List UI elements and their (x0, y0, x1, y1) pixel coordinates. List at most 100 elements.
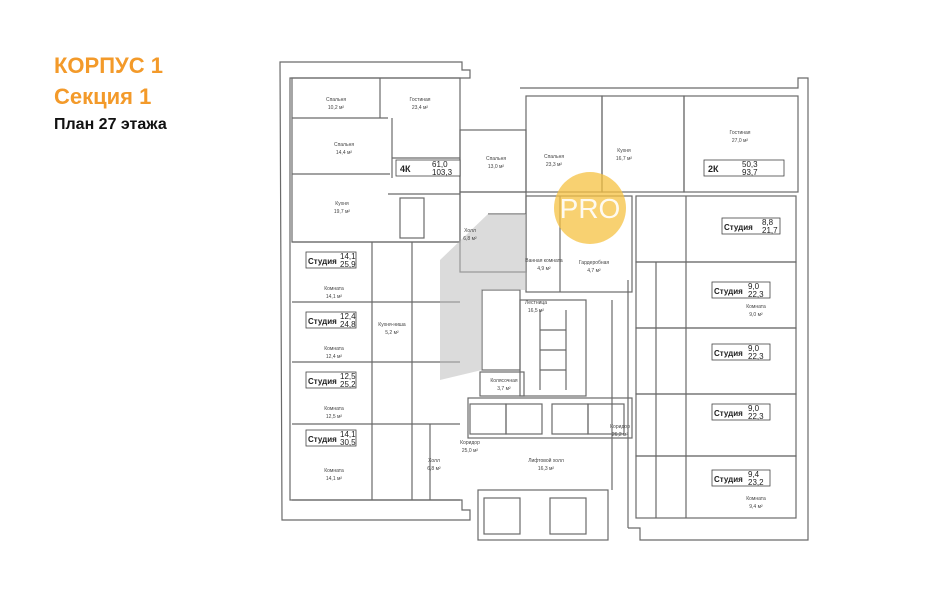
apartment-tag-studio[interactable]: Студия 12,4 24,8 (305, 311, 357, 329)
room-area: 27,0 м² (732, 138, 749, 144)
watermark-circle (554, 172, 626, 244)
apartment-type: Студия (308, 377, 337, 386)
apartment-area-living: 61,0 (432, 160, 448, 169)
room-name: Кухня-ниша (378, 322, 406, 328)
room-area: 5,2 м² (385, 330, 399, 336)
room-name: Спальня (334, 142, 354, 148)
room-area: 23,4 м² (412, 105, 429, 111)
apartment-area-total: 25,2 (340, 380, 356, 389)
room-area: 6,8 м² (463, 236, 477, 242)
apartment-tag-studio[interactable]: Студия 14,1 25,9 (305, 251, 357, 269)
apartment-area-living: 14,1 (340, 252, 356, 261)
room-name: Гардеробная (579, 260, 610, 266)
watermark-text: PRO (560, 193, 621, 224)
apartment-area-total: 23,2 (748, 478, 764, 487)
apartment-area-living: 12,4 (340, 312, 356, 321)
apartment-type: 4К (400, 164, 411, 174)
room-area: 16,3 м² (538, 466, 555, 472)
apartment-tag-studio[interactable]: Студия 9,0 22,3 (711, 403, 771, 421)
outer-wall-right (520, 77, 809, 541)
room-name: Холл (428, 458, 440, 464)
room-name: Кухня (335, 201, 349, 207)
apartment-type: Студия (714, 475, 743, 484)
room-name: Комната (746, 496, 766, 502)
room-name: Гостиная (410, 97, 431, 103)
room-area: 12,4 м² (326, 354, 343, 360)
outer-wall-left (279, 61, 471, 521)
room-name: Холл (464, 228, 476, 234)
room-area: 16,5 м² (528, 308, 545, 314)
apartment-area-living: 9,4 (748, 470, 760, 479)
apartment-type: Студия (308, 257, 337, 266)
apartment-tag-2k[interactable]: 2К 50,3 93,7 (703, 159, 785, 177)
room-name: Спальня (544, 154, 564, 160)
apartment-area-total: 22,3 (748, 290, 764, 299)
room-name: Комната (324, 286, 344, 292)
shaded-core-area (440, 214, 526, 380)
apartment-type: Студия (714, 287, 743, 296)
apartment-area-total: 21,7 (762, 226, 778, 235)
room-area: 14,4 м² (336, 150, 353, 156)
room-labels: Спальня 10,2 м² Гостиная 23,4 м² Спальня… (324, 97, 766, 510)
room-name: Спальня (326, 97, 346, 103)
room-area: 23,3 м² (546, 162, 563, 168)
apartment-area-living: 12,5 (340, 372, 356, 381)
room-area: 3,7 м² (497, 386, 511, 392)
room-area: 12,5 м² (326, 414, 343, 420)
apartment-type: Студия (714, 409, 743, 418)
apartment-area-total: 22,3 (748, 412, 764, 421)
room-area: 9,4 м² (749, 504, 763, 510)
building-title: КОРПУС 1 (54, 53, 163, 78)
apartment-area-living: 14,1 (340, 430, 356, 439)
apartment-area-living: 9,0 (748, 282, 760, 291)
apartment-tags: 4К 61,0 103,3 2К 50,3 93,7 Студия 14,1 2… (305, 159, 785, 487)
apartment-tag-studio[interactable]: Студия 14,1 30,5 (305, 429, 357, 447)
floor-plan-title: План 27 этажа (54, 116, 167, 133)
room-name: Коридор (460, 440, 480, 446)
room-area: 13,0 м² (488, 164, 505, 170)
room-name: Комната (746, 304, 766, 310)
apartment-type: Студия (714, 349, 743, 358)
apartment-area-total: 103,3 (432, 168, 453, 177)
apartment-area-total: 25,9 (340, 260, 356, 269)
room-area: 6,8 м² (427, 466, 441, 472)
apartment-area-total: 93,7 (742, 168, 758, 177)
apartment-tag-4k[interactable]: 4К 61,0 103,3 (395, 159, 461, 177)
apartment-type: 2К (708, 164, 719, 174)
room-area: 14,1 м² (326, 476, 343, 482)
room-area: 9,0 м² (749, 312, 763, 318)
plan-header: КОРПУС 1 Секция 1 План 27 этажа (54, 50, 167, 138)
apartment-area-total: 24,8 (340, 320, 356, 329)
room-name: Спальня (486, 156, 506, 162)
room-name: Лестница (525, 300, 547, 306)
apartment-area-living: 9,0 (748, 404, 760, 413)
room-name: Колясочная (490, 378, 518, 384)
room-area: 16,7 м² (616, 156, 633, 162)
room-name: Лифтовой холл (528, 457, 564, 464)
apartment-area-total: 22,3 (748, 352, 764, 361)
room-area: 10,2 м² (328, 105, 345, 111)
room-area: 25,0 м² (462, 448, 479, 454)
room-area: 4,7 м² (587, 268, 601, 274)
apartment-tag-studio[interactable]: Студия 12,5 25,2 (305, 371, 357, 389)
room-name: Гостиная (730, 130, 751, 136)
room-name: Комната (324, 346, 344, 352)
room-name: Комната (324, 406, 344, 412)
room-name: Комната (324, 468, 344, 474)
room-area: 19,7 м² (334, 209, 351, 215)
apartment-type: Студия (724, 223, 753, 232)
apartment-tag-studio[interactable]: Студия 8,8 21,7 (721, 217, 781, 235)
apartment-tag-studio[interactable]: Студия 9,0 22,3 (711, 343, 771, 361)
apartment-tag-studio[interactable]: Студия 9,4 23,2 (711, 469, 771, 487)
section-title: Секция 1 (54, 84, 152, 109)
apartment-area-total: 30,5 (340, 438, 356, 447)
room-area: 14,1 м² (326, 294, 343, 300)
apartment-area-living: 50,3 (742, 160, 758, 169)
apartment-type: Студия (308, 435, 337, 444)
room-name: Ванная комната (525, 258, 563, 264)
apartment-area-living: 9,0 (748, 344, 760, 353)
room-area: 26,2 м² (612, 432, 629, 438)
apartment-area-living: 8,8 (762, 218, 774, 227)
apartment-tag-studio[interactable]: Студия 9,0 22,3 (711, 281, 771, 299)
